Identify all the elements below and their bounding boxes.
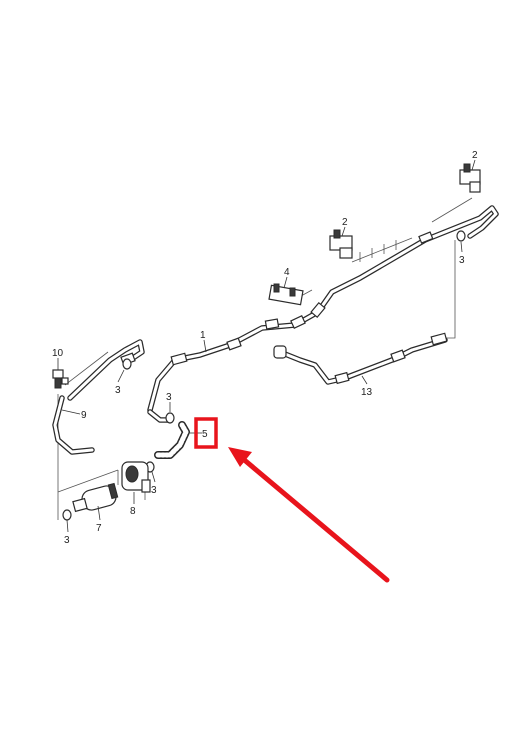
clip-10 (52, 369, 69, 389)
label-10: 10 (52, 348, 64, 359)
holder-2-right (459, 163, 481, 193)
label-3-right: 3 (459, 255, 465, 266)
fuel-line-13 (273, 332, 448, 385)
label-7: 7 (96, 523, 102, 534)
label-1: 1 (200, 330, 206, 341)
holder-2-middle (329, 229, 353, 259)
leader-lines (57, 159, 476, 533)
holder-4 (268, 283, 304, 306)
label-4: 4 (284, 267, 290, 278)
part-7 (72, 482, 119, 513)
fuel-line-9 (52, 339, 145, 455)
hose-5 (147, 409, 190, 459)
label-9: 9 (81, 410, 87, 421)
label-3-bottom: 3 (64, 535, 70, 546)
bracket-8 (121, 461, 151, 493)
pointer-arrow (228, 447, 390, 583)
highlight-box (194, 417, 218, 449)
label-8: 8 (130, 506, 136, 517)
label-3-lower: 3 (151, 485, 157, 496)
clamp-parts (62, 230, 466, 521)
label-2-middle: 2 (342, 217, 348, 228)
part-labels: 1 2 2 3 4 13 10 9 3 3 5 3 8 7 3 (52, 150, 478, 546)
fuel-line-1 (147, 205, 499, 413)
label-5: 5 (202, 429, 208, 440)
label-3-center: 3 (166, 392, 172, 403)
label-13: 13 (361, 387, 373, 398)
label-2-right: 2 (472, 150, 478, 161)
label-3-left: 3 (115, 385, 121, 396)
